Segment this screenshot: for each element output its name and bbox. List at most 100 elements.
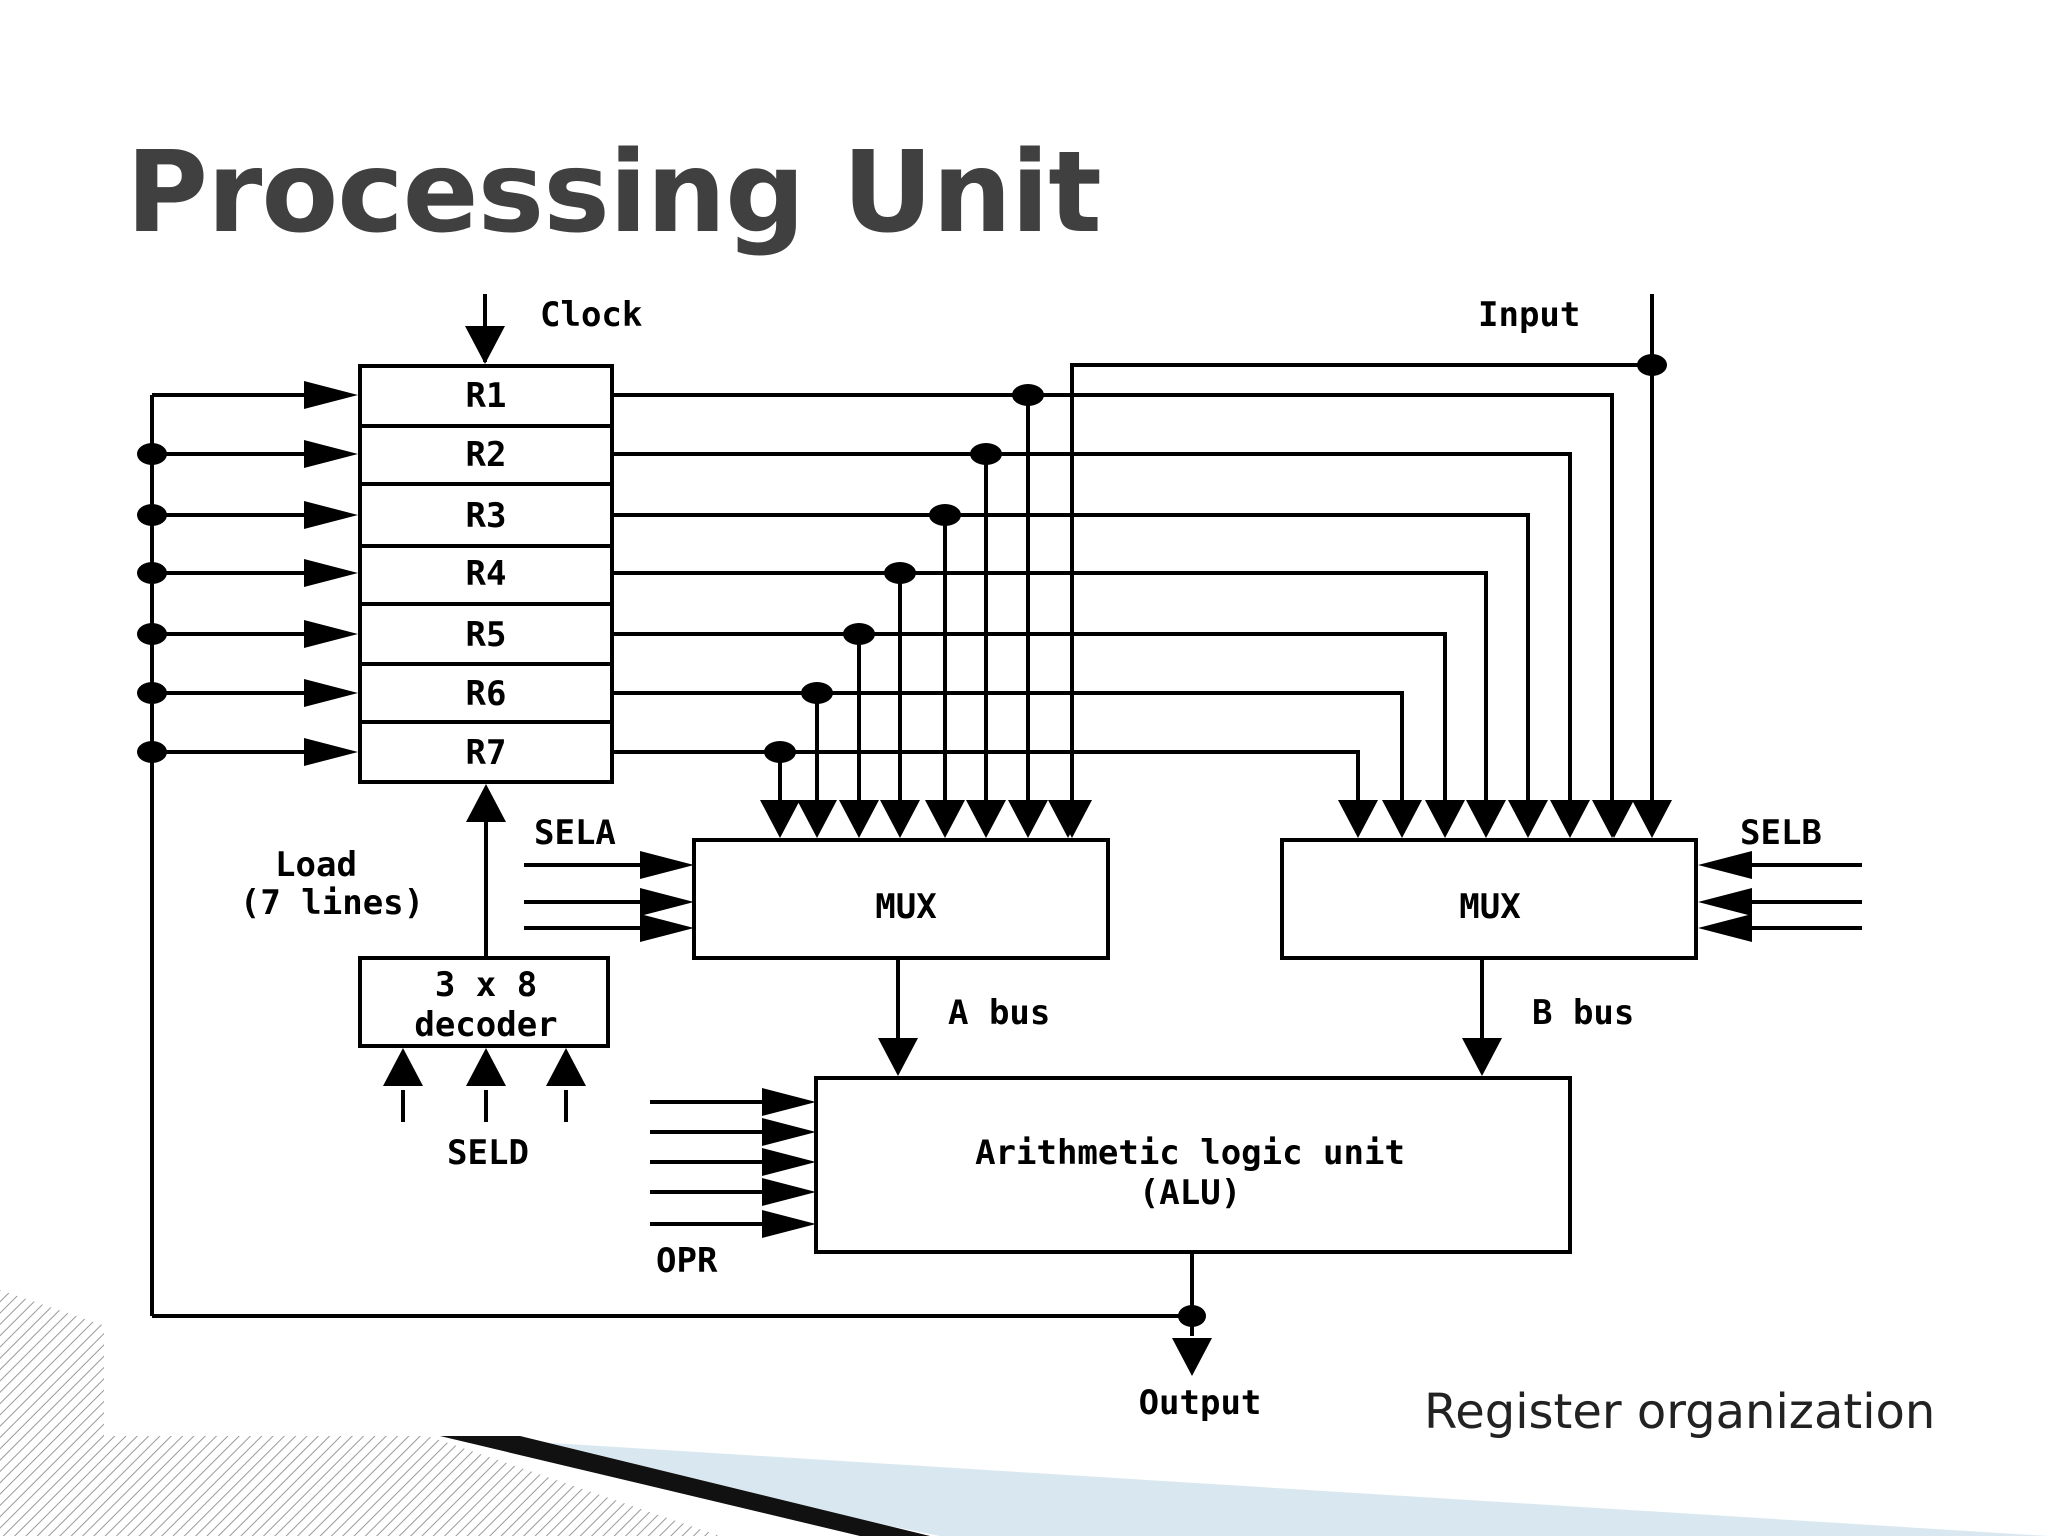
clock-arrow <box>465 326 505 364</box>
register-to-mux-b <box>612 513 1530 800</box>
mux-a-input-arrow <box>1052 800 1092 838</box>
mux-b-input-arrow <box>1594 800 1634 838</box>
load-arrow <box>304 620 358 648</box>
junction-dot <box>801 682 833 704</box>
mux-b-input-arrow <box>1338 800 1378 838</box>
a-bus-label: A bus <box>948 993 1050 1033</box>
opr-arrow <box>762 1210 816 1238</box>
sela-label: SELA <box>534 813 616 853</box>
mux-b-input-arrow <box>1508 800 1548 838</box>
mux-a-box <box>692 838 1110 960</box>
register-label-r7: R7 <box>466 733 507 773</box>
mux-b-box <box>1280 838 1698 960</box>
sela-arrow <box>640 851 694 879</box>
clock-label: Clock <box>540 295 642 335</box>
mux-a-input-arrow <box>1008 800 1048 838</box>
junction-dot <box>137 682 167 704</box>
register-to-mux-b <box>612 632 1447 800</box>
decoder-label-line1: 3 x 8 <box>435 965 537 1005</box>
load-label-line1: Load <box>275 845 357 885</box>
register-label-r5: R5 <box>466 615 507 655</box>
sela-arrow <box>640 888 694 916</box>
register-label-r2: R2 <box>466 435 507 475</box>
mux-b-label: MUX <box>1459 887 1521 927</box>
register-label-r6: R6 <box>466 674 507 714</box>
junction-dots <box>137 354 1667 1327</box>
seld-arrow <box>546 1048 586 1086</box>
alu-box <box>814 1076 1572 1254</box>
junction-dot <box>1637 354 1667 376</box>
selb-arrow <box>1698 888 1752 916</box>
blocks <box>358 364 1698 1254</box>
deco-light-band <box>440 1436 2048 1536</box>
register-to-mux-b <box>612 691 1404 800</box>
junction-dot <box>1012 384 1044 406</box>
register-to-mux-b <box>612 452 1572 800</box>
opr-arrow <box>762 1178 816 1206</box>
load-label-line2: (7 lines) <box>240 883 424 923</box>
mux-b-input-arrow <box>1632 800 1672 838</box>
load-arrow <box>304 501 358 529</box>
input-label: Input <box>1478 295 1580 335</box>
decoder-arrow <box>466 784 506 822</box>
output-label: Output <box>1139 1383 1262 1423</box>
input-to-mux-a <box>1070 363 1650 800</box>
selb-arrow <box>1698 851 1752 879</box>
load-arrow <box>304 559 358 587</box>
junction-dot <box>137 562 167 584</box>
load-arrow <box>304 440 358 468</box>
alu-label-line1: Arithmetic logic unit <box>975 1133 1405 1173</box>
register-file <box>358 364 614 784</box>
register-to-mux-b <box>612 571 1488 800</box>
mux-b-input-arrow <box>1550 800 1590 838</box>
junction-dot <box>764 741 796 763</box>
junction-dot <box>970 443 1002 465</box>
register-label-r3: R3 <box>466 496 507 536</box>
mux-a-input-arrow <box>880 800 920 838</box>
opr-arrow <box>762 1148 816 1176</box>
opr-arrow <box>762 1088 816 1116</box>
arrowheads <box>304 326 1752 1376</box>
mux-a-input-arrow <box>760 800 800 838</box>
seld-arrow <box>466 1048 506 1086</box>
mux-a-label: MUX <box>875 887 937 927</box>
slide-title: Processing Unit <box>126 128 1102 258</box>
mux-a-input-arrow <box>925 800 965 838</box>
junction-dot <box>137 623 167 645</box>
register-label-r4: R4 <box>466 554 507 594</box>
diagram-background <box>104 282 1984 1436</box>
output-arrow <box>1172 1338 1212 1376</box>
mux-b-input-arrow <box>1425 800 1465 838</box>
b-bus-arrow <box>1462 1038 1502 1076</box>
alu-label-line2: (ALU) <box>1139 1173 1241 1213</box>
register-to-mux-b <box>612 393 1614 800</box>
junction-dot <box>137 741 167 763</box>
selb-arrow <box>1698 914 1752 942</box>
mux-b-input-arrow <box>1382 800 1422 838</box>
mux-a-input-arrow <box>797 800 837 838</box>
register-to-mux-b <box>612 750 1360 800</box>
junction-dot <box>137 443 167 465</box>
figure-caption: Register organization <box>1424 1384 1936 1440</box>
selb-label: SELB <box>1740 813 1822 853</box>
register-label-r1: R1 <box>466 376 507 416</box>
seld-arrow <box>383 1048 423 1086</box>
decoder-box <box>358 956 610 1048</box>
mux-a-input-arrow <box>966 800 1006 838</box>
junction-dot <box>137 504 167 526</box>
mux-b-input-arrow <box>1466 800 1506 838</box>
junction-dot <box>884 562 916 584</box>
b-bus-label: B bus <box>1532 993 1634 1033</box>
junction-dot <box>843 623 875 645</box>
sela-arrow <box>640 914 694 942</box>
opr-arrow <box>762 1118 816 1146</box>
deco-dark-wedge <box>440 1436 930 1536</box>
a-bus-arrow <box>878 1038 918 1076</box>
seld-label: SELD <box>447 1133 529 1173</box>
junction-dot <box>929 504 961 526</box>
opr-label: OPR <box>656 1241 718 1281</box>
load-arrow <box>304 738 358 766</box>
load-arrow <box>304 381 358 409</box>
